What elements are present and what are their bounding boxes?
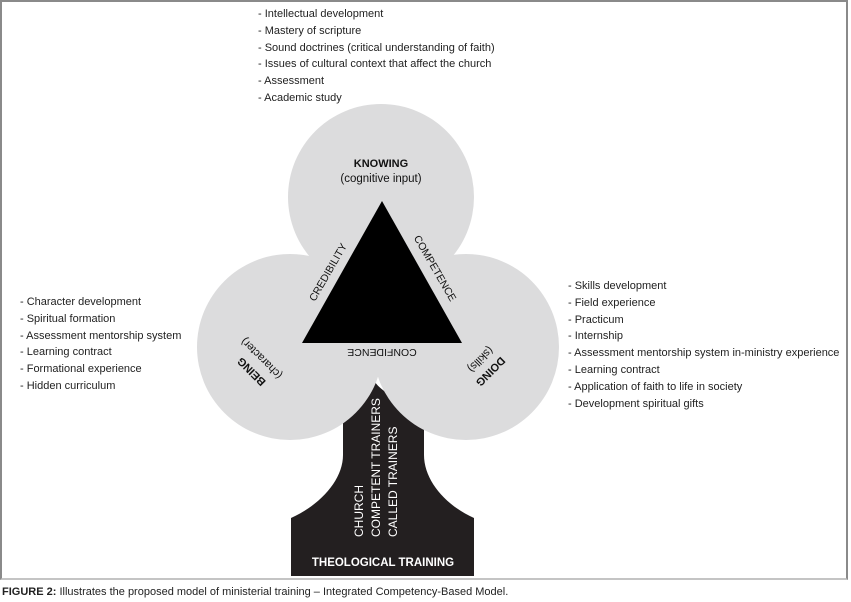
list-item: - Internship xyxy=(568,330,624,343)
list-item: - Assessment xyxy=(258,75,325,88)
list-item: - Practicum xyxy=(568,313,624,326)
list-item: - Application of faith to life in societ… xyxy=(568,380,743,393)
caption-label: FIGURE 2: xyxy=(2,586,57,598)
list-item: - Spiritual formation xyxy=(20,312,116,325)
knowing-subtitle: (cognitive input) xyxy=(340,173,421,185)
trunk-line-competent-trainers: COMPETENT TRAINERS xyxy=(369,398,383,537)
trunk-line-church: CHURCH xyxy=(352,485,366,537)
trunk-shape xyxy=(291,382,474,576)
theological-training-label: THEOLOGICAL TRAINING xyxy=(312,557,454,569)
list-item: - Development spiritual gifts xyxy=(568,397,704,410)
list-item: - Academic study xyxy=(258,91,342,104)
doing-items-list: - Skills development - Field experience … xyxy=(568,278,839,412)
list-item: - Assessment mentorship system xyxy=(20,329,182,342)
figure-frame xyxy=(0,0,848,580)
knowing-items-list: - Intellectual development - Mastery of … xyxy=(258,6,495,107)
confidence-label: CONFIDENCE xyxy=(347,346,416,358)
list-item: - Issues of cultural context that affect… xyxy=(258,58,492,71)
being-items-list: - Character development - Spiritual form… xyxy=(20,294,181,395)
list-item: - Learning contract xyxy=(20,346,112,359)
list-item: - Hidden curriculum xyxy=(20,379,116,392)
list-item: - Field experience xyxy=(568,296,656,309)
list-item: - Learning contract xyxy=(568,363,660,376)
core-triangle xyxy=(302,201,462,343)
list-item: - Character development xyxy=(20,296,142,308)
caption-text: Illustrates the proposed model of minist… xyxy=(56,586,509,598)
list-item: - Intellectual development xyxy=(258,8,384,20)
knowing-title: KNOWING xyxy=(354,158,408,170)
list-item: - Skills development xyxy=(568,280,667,292)
list-item: - Formational experience xyxy=(20,363,142,376)
knowing-circle xyxy=(288,104,474,290)
figure-caption: FIGURE 2: Illustrates the proposed model… xyxy=(2,586,508,598)
list-item: - Mastery of scripture xyxy=(258,24,362,37)
trunk-line-called-trainers: CALLED TRAINERS xyxy=(386,427,400,537)
list-item: - Sound doctrines (critical understandin… xyxy=(258,41,495,54)
list-item: - Assessment mentorship system in-minist… xyxy=(568,347,840,360)
